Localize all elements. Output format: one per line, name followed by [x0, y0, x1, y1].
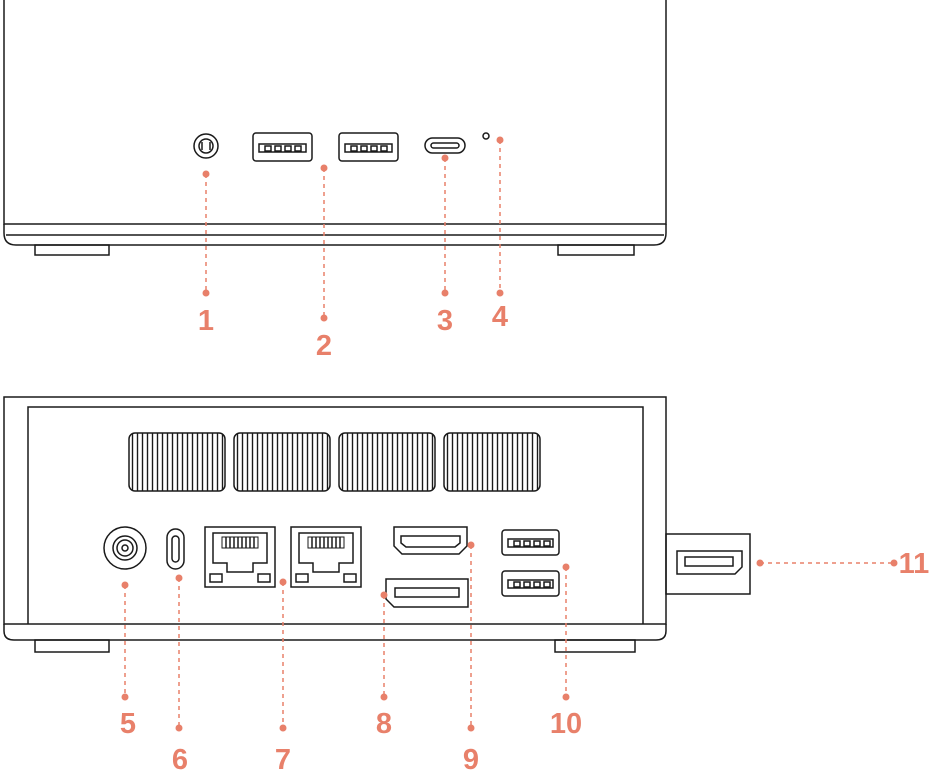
callout-leaders — [124, 140, 894, 728]
ventilation-grille — [128, 432, 541, 492]
front-view — [3, 0, 667, 256]
callout-number-10: 10 — [550, 708, 582, 740]
front-chassis — [3, 0, 667, 256]
callout-dots — [121, 136, 898, 732]
callout-number-11: 11 — [899, 548, 930, 580]
usb-a-port-icon — [501, 570, 560, 597]
rear-chassis — [3, 396, 667, 653]
callout-numbers: 1 2 3 4 5 6 7 8 9 10 11 — [120, 301, 929, 773]
callout-number-1: 1 — [198, 305, 214, 337]
callout-number-5: 5 — [120, 708, 136, 740]
callout-number-7: 7 — [275, 744, 291, 773]
callout-number-2: 2 — [316, 330, 332, 362]
callout-number-4: 4 — [492, 301, 508, 333]
usb-a-port-icon — [338, 132, 399, 162]
power-led-indicator — [482, 132, 490, 140]
callout-number-3: 3 — [437, 305, 453, 337]
callout-number-6: 6 — [172, 744, 188, 773]
rear-view — [3, 396, 751, 653]
ethernet-port-icon — [204, 526, 276, 588]
usb-a-port-icon — [252, 132, 313, 162]
usb-c-port-icon — [424, 137, 466, 154]
usb-c-port-icon — [166, 528, 185, 570]
callout-number-9: 9 — [463, 744, 479, 773]
side-displayport-icon — [665, 533, 751, 595]
usb-a-port-icon — [501, 529, 560, 556]
audio-jack-icon — [193, 133, 219, 159]
displayport-icon — [385, 578, 469, 608]
dc-power-jack-icon — [103, 526, 147, 570]
ethernet-port-icon — [290, 526, 362, 588]
hdmi-port-icon — [393, 526, 468, 555]
callout-number-8: 8 — [376, 708, 392, 740]
